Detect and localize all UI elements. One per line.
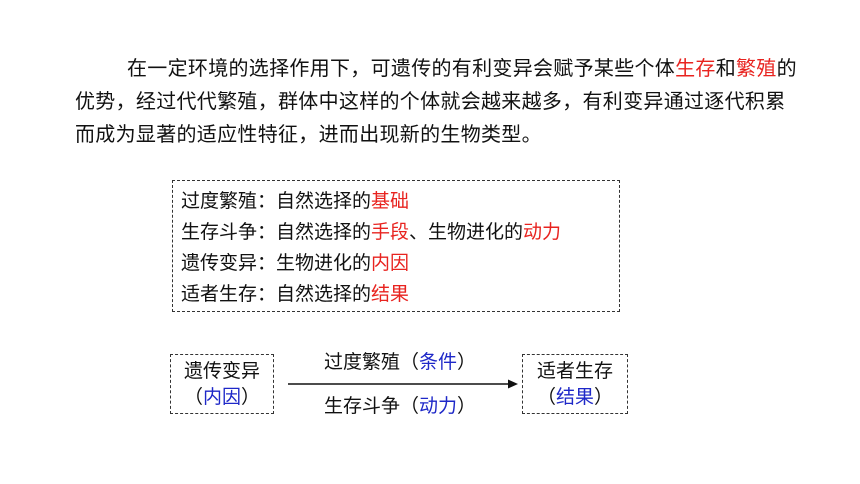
summary-row-label: 适者生存：自然选择的: [181, 283, 372, 305]
summary-row-highlight: 结果: [371, 283, 410, 305]
paragraph-text-2: 和: [715, 56, 737, 80]
arrow-top-note: 条件: [419, 351, 458, 373]
cause-note-line: （内因）: [171, 384, 273, 410]
summary-box: 过度繁殖：自然选择的基础 生存斗争：自然选择的手段、生物进化的动力 遗传变异：生…: [172, 180, 620, 312]
summary-row-overproduction: 过度繁殖：自然选择的基础: [181, 186, 619, 217]
summary-row-label: 生存斗争：自然选择的: [181, 221, 372, 243]
arrow-bottom-label: 生存斗争（动力）: [324, 394, 476, 418]
paren-open: （: [400, 395, 420, 417]
arrow-bottom-note: 动力: [419, 395, 458, 417]
result-note-line: （结果）: [523, 384, 627, 410]
summary-row-variation: 遗传变异：生物进化的内因: [181, 248, 619, 279]
result-note: 结果: [555, 386, 594, 408]
paren-open: （: [183, 386, 203, 408]
result-box: 适者生存 （结果）: [522, 354, 628, 414]
paragraph-text-3: 的优势，经过代代繁殖，群体中这样的个体就会越来越多，有利变异通过逐代积累而成为显…: [75, 56, 797, 146]
summary-row-struggle: 生存斗争：自然选择的手段、生物进化的动力: [181, 217, 619, 248]
summary-row-highlight: 基础: [371, 190, 410, 212]
summary-row-fittest: 适者生存：自然选择的结果: [181, 279, 619, 310]
cause-box: 遗传变异 （内因）: [170, 354, 274, 414]
result-title: 适者生存: [536, 360, 613, 382]
highlight-reproduction: 繁殖: [736, 56, 777, 80]
paragraph-text-1: 在一定环境的选择作用下，可遗传的有利变异会赋予某些个体: [127, 56, 676, 80]
arrow-bottom-text: 生存斗争: [324, 395, 401, 417]
paren-open: （: [536, 386, 556, 408]
summary-row-label: 遗传变异：生物进化的: [181, 252, 372, 274]
paren-close: ）: [241, 386, 261, 408]
summary-row-highlight: 内因: [371, 252, 410, 274]
paren-close: ）: [594, 386, 614, 408]
summary-row-label: 过度繁殖：自然选择的: [181, 190, 372, 212]
summary-row-middle: 、生物进化的: [409, 221, 524, 243]
paren-close: ）: [457, 395, 477, 417]
arrow-top-label: 过度繁殖（条件）: [324, 350, 476, 374]
intro-paragraph: 在一定环境的选择作用下，可遗传的有利变异会赋予某些个体生存和繁殖的优势，经过代代…: [75, 52, 805, 151]
arrow-top-text: 过度繁殖: [324, 351, 401, 373]
highlight-survival: 生存: [675, 56, 716, 80]
summary-row-highlight: 手段: [371, 221, 410, 243]
cause-title: 遗传变异: [183, 360, 260, 382]
paren-open: （: [400, 351, 420, 373]
cause-note: 内因: [202, 386, 241, 408]
paren-close: ）: [457, 351, 477, 373]
right-arrow-icon: [288, 379, 518, 389]
summary-row-highlight: 动力: [523, 221, 562, 243]
